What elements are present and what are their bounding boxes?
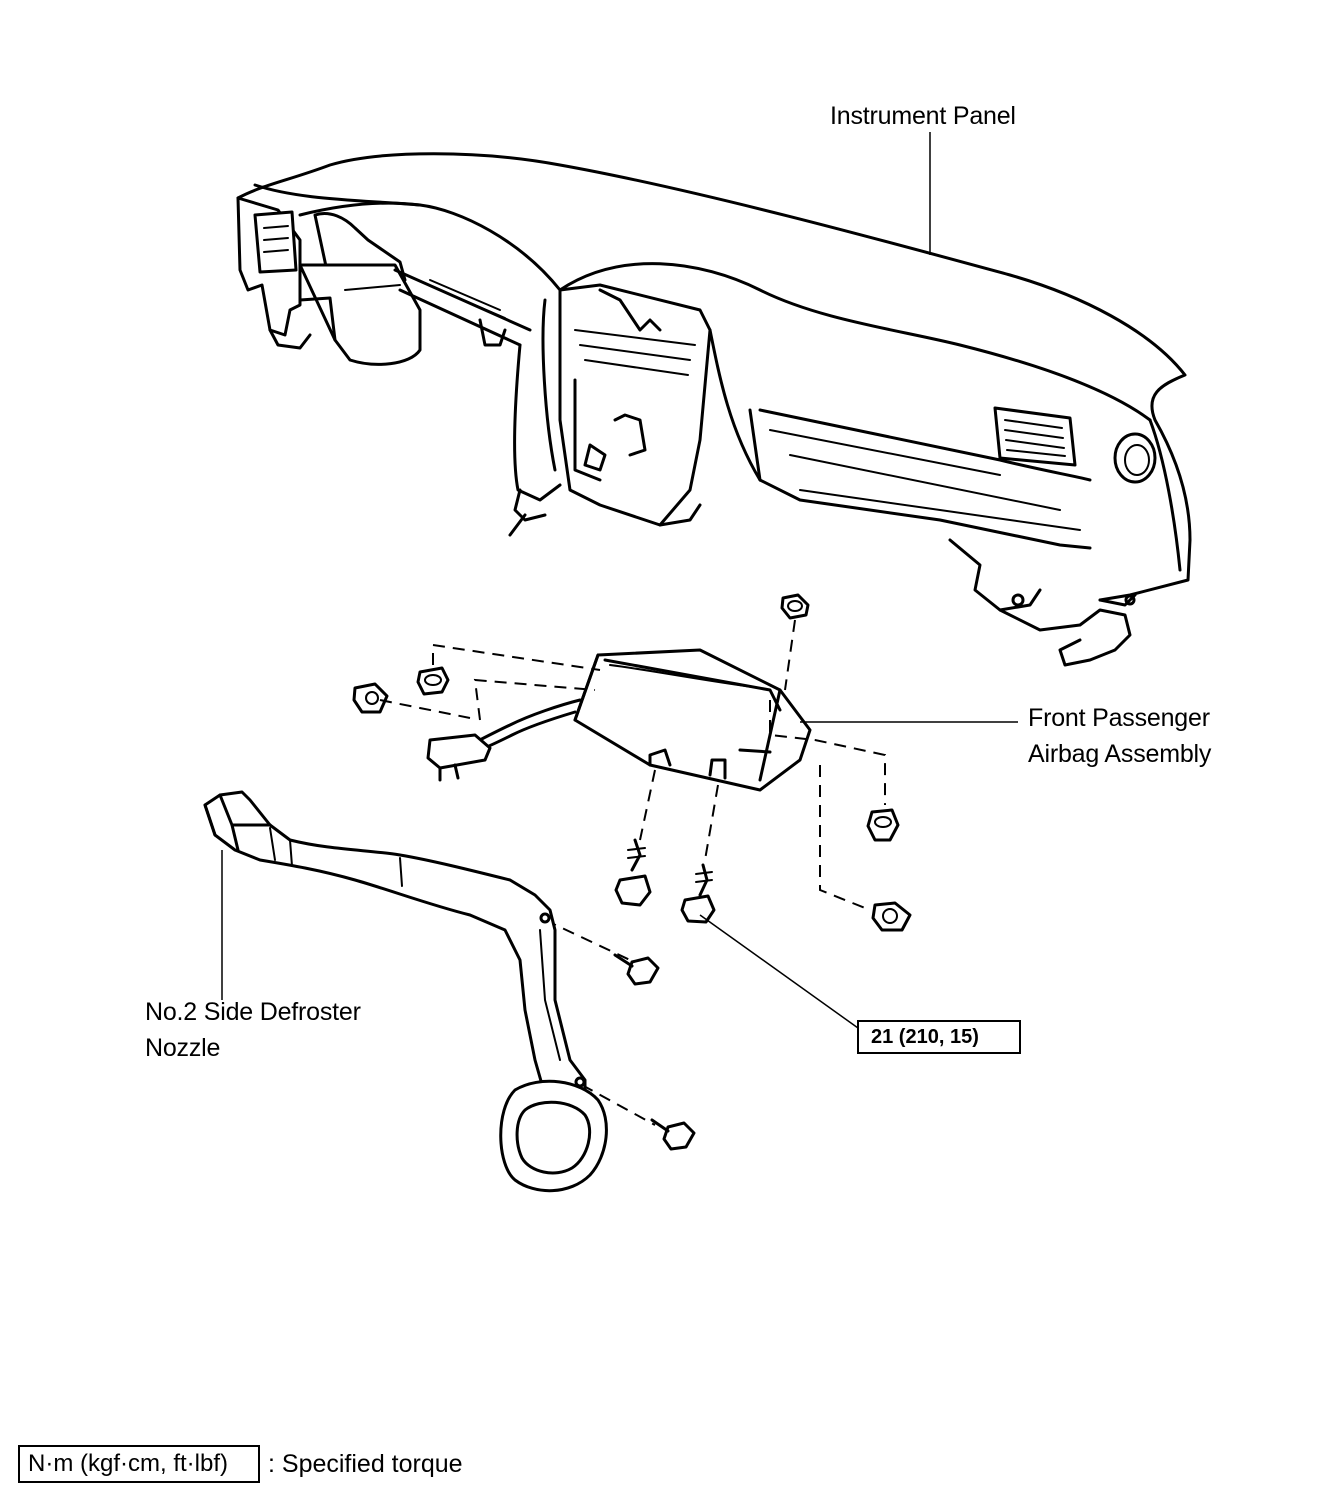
torque-spec-box: 21 (210, 15) bbox=[857, 1020, 1021, 1054]
torque-legend-text: : Specified torque bbox=[268, 1450, 463, 1478]
defroster-label-line1: No.2 Side Defroster bbox=[145, 998, 361, 1026]
airbag-fasteners bbox=[352, 593, 912, 932]
instrument-panel-drawing bbox=[236, 152, 1192, 667]
airbag-label-line2: Airbag Assembly bbox=[1028, 740, 1212, 768]
defroster-nozzle-drawing bbox=[203, 790, 696, 1193]
dashed-guides bbox=[379, 619, 886, 1126]
torque-legend-units: N·m (kgf·cm, ft·lbf) bbox=[18, 1445, 260, 1483]
airbag-assembly-drawing bbox=[426, 648, 812, 792]
torque-leader bbox=[699, 914, 859, 1029]
airbag-label-line1: Front Passenger bbox=[1028, 704, 1210, 732]
defroster-label-line2: Nozzle bbox=[145, 1034, 221, 1062]
instrument-panel-label: Instrument Panel bbox=[830, 102, 1016, 130]
